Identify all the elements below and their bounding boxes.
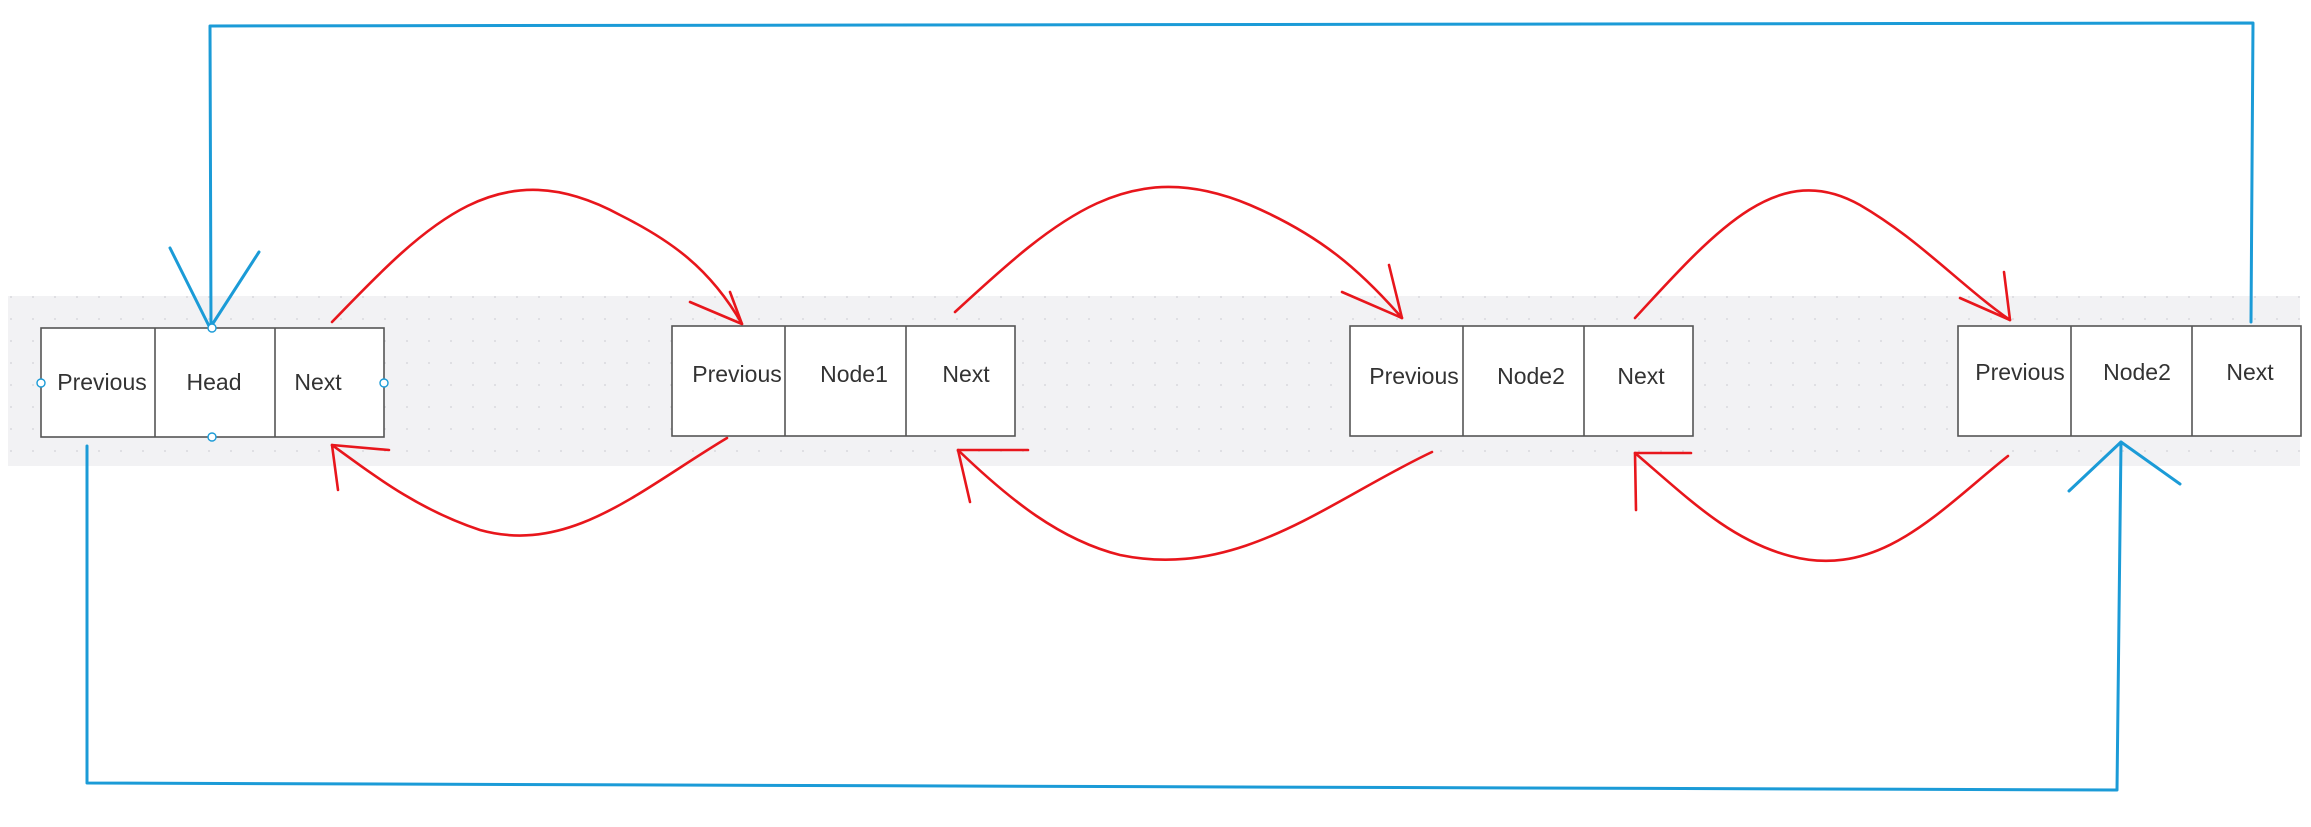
circular-link-top: [168, 21, 2255, 330]
prev-link-node2-to-node1: [956, 448, 1434, 561]
next-link-node1-to-node2-arrowhead: [1340, 263, 1404, 320]
node-3-value-label: Node2: [2103, 359, 2171, 385]
prev-link-node3-to-node2: [1633, 451, 2010, 563]
node-3[interactable]: Previous Node2 Next: [1957, 325, 2302, 437]
node-2-next-label: Next: [1617, 363, 1665, 389]
node-head[interactable]: Previous Head Next: [36, 323, 389, 442]
node-head-value-label: Head: [187, 369, 242, 395]
node-head-prev-label: Previous: [57, 369, 146, 395]
node-1-value-label: Node1: [820, 361, 888, 387]
node-3-next-label: Next: [2226, 359, 2274, 385]
circular-link-bottom-arrowhead: [2067, 440, 2182, 493]
node-1-next-label: Next: [942, 361, 990, 387]
next-link-head-to-node1: [330, 188, 744, 326]
node-2[interactable]: Previous Node2 Next: [1349, 325, 1694, 437]
canvas-band: [8, 296, 2300, 466]
node-2-prev-label: Previous: [1369, 363, 1458, 389]
node-1[interactable]: Previous Node1 Next: [671, 325, 1016, 437]
selection-handle-top[interactable]: [207, 323, 217, 333]
node-1-prev-label: Previous: [692, 361, 781, 387]
next-link-head-to-node1-arrowhead: [688, 290, 744, 326]
next-link-node2-to-node3: [1633, 189, 2012, 322]
selection-handle-right[interactable]: [379, 378, 389, 388]
selection-handle-left[interactable]: [36, 378, 46, 388]
node-2-value-label: Node2: [1497, 363, 1565, 389]
prev-link-node2-to-node1-arrowhead: [956, 448, 1030, 504]
prev-link-node3-to-node2-arrowhead: [1633, 451, 1693, 512]
next-link-node1-to-node2: [953, 185, 1404, 320]
node-3-prev-label: Previous: [1975, 359, 2064, 385]
prev-link-node1-to-head-arrowhead: [330, 443, 391, 492]
next-link-node2-to-node3-arrowhead: [1958, 270, 2012, 322]
circular-link-bottom: [85, 440, 2182, 792]
node-head-next-label: Next: [294, 369, 342, 395]
prev-link-node1-to-head: [330, 436, 729, 537]
selection-handle-bottom[interactable]: [207, 432, 217, 442]
